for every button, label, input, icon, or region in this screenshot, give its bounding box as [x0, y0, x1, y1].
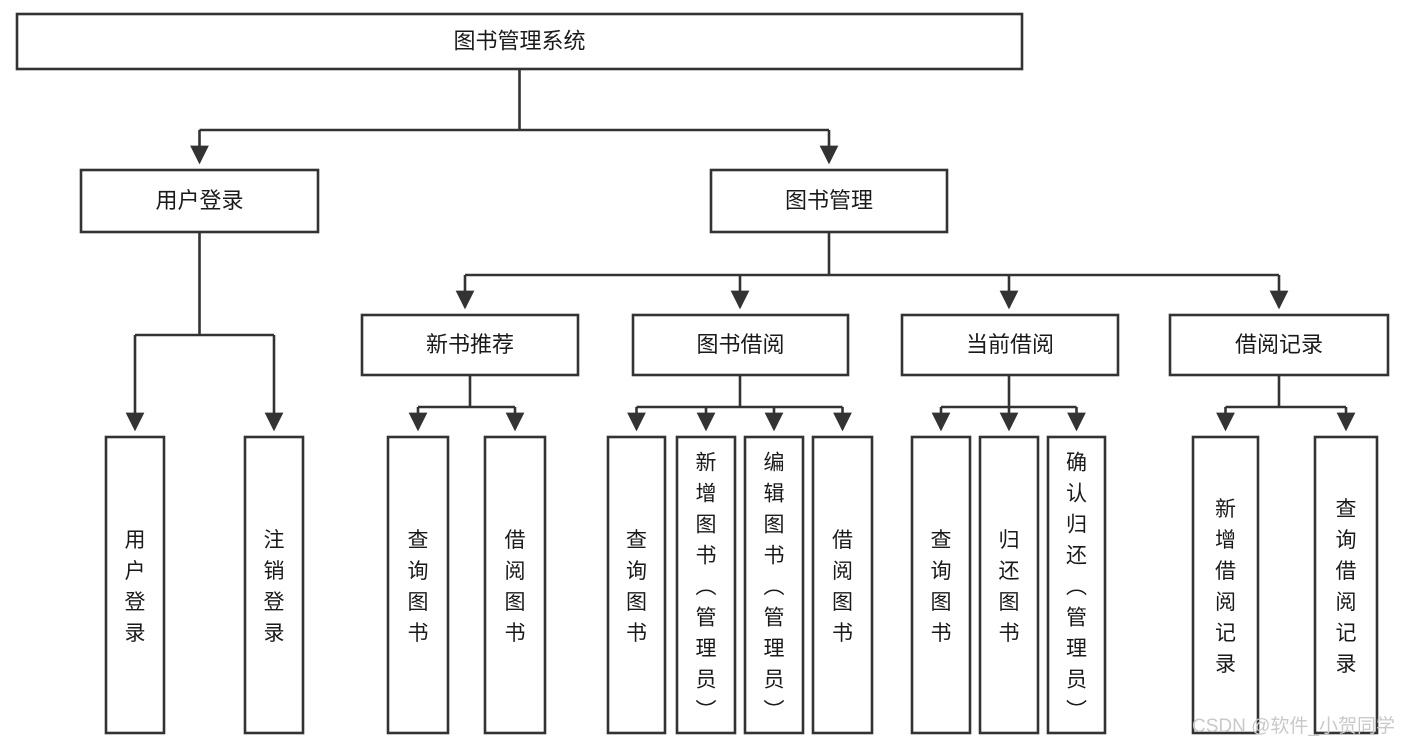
node-label-book-borrow: 图书借阅: [696, 332, 784, 357]
node-label-leaf-add-book-admin: 新增图书︵管理员︶: [696, 452, 717, 723]
node-box-user-login[interactable]: [79, 168, 320, 234]
node-box-leaf-query-book-3[interactable]: [910, 435, 972, 735]
node-leaf-borrow-book-1[interactable]: 借阅图书: [483, 435, 547, 735]
node-label-leaf-borrow-book-2: 借阅图书: [832, 529, 853, 645]
node-label-leaf-return-book: 归还图书: [999, 529, 1020, 645]
node-leaf-logout-login[interactable]: 注销登录: [243, 435, 305, 735]
node-new-book-recommend[interactable]: 新书推荐: [360, 313, 580, 377]
node-root[interactable]: 图书管理系统: [15, 12, 1024, 71]
node-label-leaf-user-login: 用户登录: [125, 529, 146, 645]
node-label-root: 图书管理系统: [453, 28, 585, 53]
node-box-current-borrow[interactable]: [900, 313, 1120, 377]
node-box-leaf-confirm-return-admin[interactable]: [1046, 435, 1107, 735]
node-borrow-record[interactable]: 借阅记录: [1168, 313, 1390, 377]
node-label-leaf-borrow-book-1: 借阅图书: [505, 529, 526, 645]
node-box-leaf-user-login[interactable]: [104, 435, 166, 735]
node-box-book-borrow[interactable]: [631, 313, 850, 377]
node-leaf-user-login[interactable]: 用户登录: [104, 435, 166, 735]
node-user-login[interactable]: 用户登录: [79, 168, 320, 234]
node-leaf-add-borrow-record[interactable]: 新增借阅记录: [1191, 435, 1260, 735]
node-label-leaf-query-borrow-record: 查询借阅记录: [1336, 498, 1357, 676]
node-box-leaf-add-book-admin[interactable]: [675, 435, 737, 735]
node-box-new-book-recommend[interactable]: [360, 313, 580, 377]
node-label-leaf-add-borrow-record: 新增借阅记录: [1215, 498, 1236, 676]
node-box-book-manage[interactable]: [709, 168, 949, 234]
node-leaf-add-book-admin[interactable]: 新增图书︵管理员︶: [675, 435, 737, 735]
node-box-leaf-logout-login[interactable]: [243, 435, 305, 735]
node-box-leaf-edit-book-admin[interactable]: [743, 435, 805, 735]
node-label-current-borrow: 当前借阅: [966, 332, 1054, 357]
node-label-leaf-query-book-3: 查询图书: [931, 529, 952, 645]
node-leaf-query-book-2[interactable]: 查询图书: [606, 435, 667, 735]
node-leaf-edit-book-admin[interactable]: 编辑图书︵管理员︶: [743, 435, 805, 735]
node-box-root[interactable]: [15, 12, 1024, 71]
node-leaf-borrow-book-2[interactable]: 借阅图书: [811, 435, 874, 735]
node-book-borrow[interactable]: 图书借阅: [631, 313, 850, 377]
nodes-layer: 图书管理系统用户登录图书管理新书推荐图书借阅当前借阅借阅记录用户登录注销登录查询…: [15, 12, 1390, 735]
node-box-leaf-return-book[interactable]: [978, 435, 1040, 735]
node-label-leaf-query-book-1: 查询图书: [408, 529, 429, 645]
node-label-user-login: 用户登录: [155, 188, 243, 213]
csdn-watermark: CSDN @软件_小贺同学: [1192, 715, 1395, 737]
node-label-borrow-record: 借阅记录: [1235, 332, 1323, 357]
node-leaf-query-book-3[interactable]: 查询图书: [910, 435, 972, 735]
node-leaf-return-book[interactable]: 归还图书: [978, 435, 1040, 735]
node-leaf-confirm-return-admin[interactable]: 确认归还︵管理员︶: [1046, 435, 1107, 735]
node-label-leaf-logout-login: 注销登录: [264, 529, 285, 645]
node-leaf-query-borrow-record[interactable]: 查询借阅记录: [1313, 435, 1379, 735]
node-box-leaf-query-borrow-record[interactable]: [1313, 435, 1379, 735]
node-current-borrow[interactable]: 当前借阅: [900, 313, 1120, 377]
node-box-leaf-borrow-book-1[interactable]: [483, 435, 547, 735]
connector-layer: [125, 69, 1356, 432]
node-box-leaf-add-borrow-record[interactable]: [1191, 435, 1260, 735]
node-box-leaf-borrow-book-2[interactable]: [811, 435, 874, 735]
node-box-leaf-query-book-2[interactable]: [606, 435, 667, 735]
node-leaf-query-book-1[interactable]: 查询图书: [386, 435, 450, 735]
node-box-leaf-query-book-1[interactable]: [386, 435, 450, 735]
node-label-new-book-recommend: 新书推荐: [426, 332, 514, 357]
node-label-leaf-confirm-return-admin: 确认归还︵管理员︶: [1066, 452, 1087, 723]
node-label-leaf-edit-book-admin: 编辑图书︵管理员︶: [764, 452, 785, 723]
node-box-borrow-record[interactable]: [1168, 313, 1390, 377]
node-label-leaf-query-book-2: 查询图书: [626, 529, 647, 645]
node-label-book-manage: 图书管理: [785, 188, 873, 213]
node-book-manage[interactable]: 图书管理: [709, 168, 949, 234]
